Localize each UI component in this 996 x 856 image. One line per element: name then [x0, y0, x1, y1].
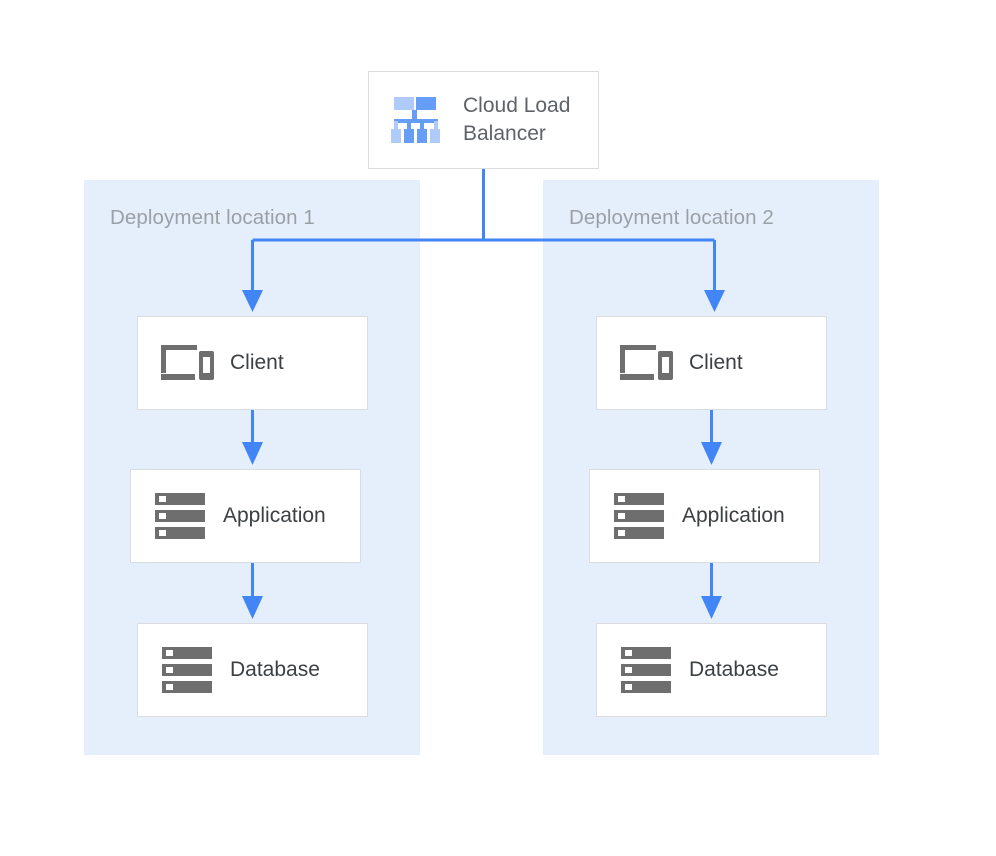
node-client-2[interactable]: Client: [596, 316, 827, 410]
deployment-location-1-label: Deployment location 1: [110, 206, 315, 229]
node-label-cloud-load-balancer: Cloud Load Balancer: [463, 94, 571, 145]
node-application-2[interactable]: Application: [589, 469, 820, 563]
server-stack-icon: [617, 643, 675, 697]
node-label-client-1: Client: [230, 351, 284, 374]
node-cloud-load-balancer[interactable]: Cloud Load Balancer: [368, 71, 599, 169]
client-devices-icon: [158, 336, 216, 390]
node-label-database-1: Database: [230, 658, 320, 681]
server-stack-icon: [151, 489, 209, 543]
node-label-database-2: Database: [689, 658, 779, 681]
server-stack-icon: [158, 643, 216, 697]
node-database-2[interactable]: Database: [596, 623, 827, 717]
node-label-client-2: Client: [689, 351, 743, 374]
node-database-1[interactable]: Database: [137, 623, 368, 717]
node-label-application-2: Application: [682, 504, 785, 527]
node-application-1[interactable]: Application: [130, 469, 361, 563]
deployment-location-2-label: Deployment location 2: [569, 206, 774, 229]
load-balancer-icon: [387, 90, 447, 150]
node-label-application-1: Application: [223, 504, 326, 527]
server-stack-icon: [610, 489, 668, 543]
node-client-1[interactable]: Client: [137, 316, 368, 410]
client-devices-icon: [617, 336, 675, 390]
